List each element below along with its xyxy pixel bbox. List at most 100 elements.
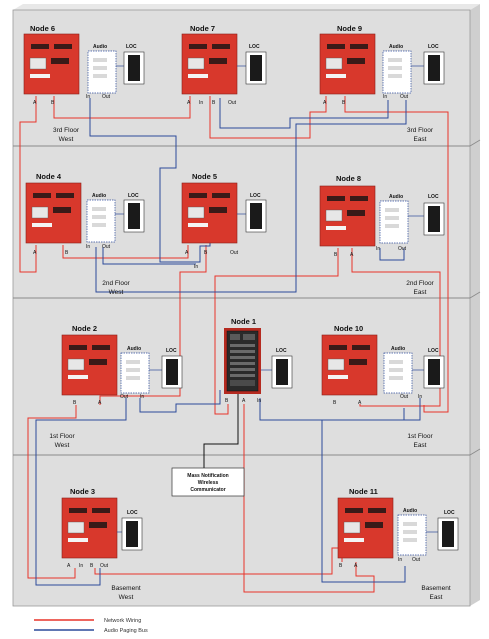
svg-text:LOC: LOC <box>276 348 287 354</box>
svg-text:In: In <box>418 394 422 400</box>
node-5-loc: LOC <box>237 193 267 233</box>
node-8-terminal-a: A <box>350 252 354 258</box>
node-3-loc: LOC <box>117 510 143 551</box>
node-9-terminal-b: B <box>342 100 346 106</box>
node-10-audio-module: Audio Out In <box>383 346 422 400</box>
svg-text:Audio: Audio <box>127 346 141 352</box>
floor-2-west-line2: West <box>109 289 124 296</box>
node-3-title: Node 3 <box>70 487 95 496</box>
node-2-terminal-a: A <box>98 400 102 406</box>
svg-text:In: In <box>383 94 387 100</box>
node-1-loc: LOC <box>261 348 293 389</box>
basement-west-line2: West <box>119 594 134 601</box>
floor-1-east-line1: 1st Floor <box>407 433 433 440</box>
node-10-loc: LOC <box>412 348 445 389</box>
node-5-terminal-a: A <box>185 250 189 256</box>
node-9-terminal-a: A <box>323 100 327 106</box>
audio-n8-n1 <box>379 248 405 261</box>
node-8-loc: LOC <box>408 194 445 236</box>
net-n8-n1 <box>214 248 339 415</box>
svg-text:LOC: LOC <box>166 348 177 354</box>
node-6-title: Node 6 <box>30 24 55 33</box>
svg-text:Audio: Audio <box>389 44 403 50</box>
audio-n4-n5 <box>102 247 196 265</box>
node-4-title: Node 4 <box>36 172 62 181</box>
floor-1-east-line2: East <box>413 442 426 449</box>
floor-3-east-line2: East <box>413 136 426 143</box>
floor-2-west-line1: 2nd Floor <box>102 280 130 287</box>
node-4: Node 4 A B Audio In Out LOC <box>25 172 145 256</box>
net-n1-n11 <box>243 404 375 593</box>
svg-text:In: In <box>86 244 90 250</box>
node-7-terminal-b: B <box>212 100 216 106</box>
audio-n2-n1 <box>139 390 221 413</box>
svg-text:LOC: LOC <box>126 44 137 50</box>
net-n9-n10 <box>344 96 449 413</box>
net-n6-n4 <box>19 96 37 273</box>
node-7-terminal-a: A <box>187 100 191 106</box>
node-3: Node 3 A In B Out LOC <box>61 487 143 569</box>
basement-east-line1: Basement <box>421 585 450 592</box>
node-1-terminal-a: A <box>242 398 246 404</box>
node-2-title: Node 2 <box>72 324 97 333</box>
floor-2-east-line1: 2nd Floor <box>406 280 434 287</box>
audio-n7-n9 <box>219 98 389 129</box>
svg-text:In: In <box>257 398 261 404</box>
node-2-terminal-b: B <box>73 400 77 406</box>
node-8: Node 8 B A Audio In Out LOC <box>319 174 445 258</box>
node-6: Node 6 A B Audio In Out LOC <box>23 24 145 106</box>
node-10-terminal-a: A <box>358 400 362 406</box>
svg-text:LOC: LOC <box>444 510 455 516</box>
mass-notification-wireless-communicator: Mass Notification Wireless Communicator <box>171 467 245 497</box>
mnwc-line-3: Communicator <box>190 487 225 493</box>
node-11-terminal-b: B <box>339 563 343 569</box>
node-1-title: Node 1 <box>231 317 256 326</box>
node-4-loc: LOC <box>115 193 145 233</box>
svg-text:LOC: LOC <box>428 44 439 50</box>
node-9: Node 9 A B Audio In Out LOC <box>319 24 445 106</box>
svg-text:LOC: LOC <box>249 44 260 50</box>
svg-text:In: In <box>398 557 402 563</box>
node-10-terminal-b: B <box>333 400 337 406</box>
floor-3-west-line1: 3rd Floor <box>53 127 80 134</box>
svg-text:In: In <box>194 264 198 270</box>
svg-text:LOC: LOC <box>428 194 439 200</box>
audio-n10-n11 <box>321 398 421 583</box>
floor-3-east-line1: 3rd Floor <box>407 127 434 134</box>
svg-text:In: In <box>199 100 203 106</box>
node-3-terminal-a: A <box>67 563 71 569</box>
net-n8-n10 <box>351 248 441 407</box>
svg-text:Out: Out <box>100 563 109 569</box>
audio-n8-n4 <box>95 100 407 293</box>
node-5: Node 5 A B In Out LOC <box>181 172 267 270</box>
audio-n6-n5 <box>89 98 211 263</box>
net-n6-n7 <box>53 96 191 119</box>
node-2-audio-module: Audio Out In <box>120 346 150 400</box>
node-8-terminal-b: B <box>334 252 338 258</box>
svg-text:LOC: LOC <box>128 193 139 199</box>
node-5-terminal-b: B <box>204 250 208 256</box>
svg-text:Out: Out <box>400 94 409 100</box>
node-5-title: Node 5 <box>192 172 217 181</box>
node-8-audio-module: Audio In Out <box>376 194 409 252</box>
basement-west-line1: Basement <box>111 585 140 592</box>
svg-text:Audio: Audio <box>403 508 417 514</box>
node-7: Node 7 A B In Out LOC <box>181 24 267 106</box>
net-n2-n3 <box>27 405 77 579</box>
node-11-loc: LOC <box>426 510 459 551</box>
node-11: Node 11 B A Audio In Out LOC <box>337 487 459 569</box>
node-10-title: Node 10 <box>334 324 363 333</box>
svg-text:Audio: Audio <box>389 194 403 200</box>
svg-text:Audio: Audio <box>391 346 405 352</box>
svg-text:Audio: Audio <box>92 193 106 199</box>
node-11-audio-module: Audio In Out <box>397 508 427 563</box>
net-n5-n2 <box>99 245 207 405</box>
node-2-loc: LOC <box>149 348 183 389</box>
mnwc-line-1: Mass Notification <box>187 473 228 479</box>
legend: Network Wiring Audio Paging Bus <box>34 618 148 634</box>
node-11-terminal-a: A <box>354 563 358 569</box>
svg-text:LOC: LOC <box>428 348 439 354</box>
node-6-terminal-a: A <box>33 100 37 106</box>
svg-text:LOC: LOC <box>250 193 261 199</box>
svg-text:Out: Out <box>228 100 237 106</box>
